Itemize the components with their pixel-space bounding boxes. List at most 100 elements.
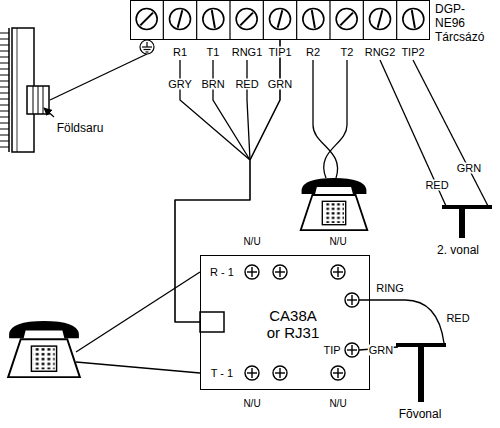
screw-cross [351,295,352,305]
wire-label: GRN [368,345,394,356]
screw-cross [337,368,338,378]
node-text: DGP-NE96 Tárcsázó [435,3,495,44]
second-line-cable [442,207,492,238]
terminal-divider [329,0,330,40]
terminal-divider [163,0,164,40]
main-line-wires [359,300,444,350]
wire-label: R1 [172,47,188,58]
terminal-divider [229,0,230,40]
terminal-screw [303,9,324,30]
wire-label: RNG2 [364,47,397,58]
block-screw [331,366,345,380]
wire-label: RED [445,313,470,324]
terminal-screw [136,9,157,30]
main-line-cable [418,345,424,402]
screw-cross [279,368,280,378]
screw-slot [212,10,215,28]
phone-cord [76,272,200,352]
wire-label: RED [424,180,449,191]
main-line-cable [396,345,446,402]
terminal-screw [170,9,191,30]
screw-slot [378,10,383,27]
ground-clamp [43,86,44,114]
block-screw [331,265,345,279]
terminal-strip: DGP-NE96 Tárcsázó [130,0,430,40]
wire-label: RED [234,79,259,90]
dialer-wires [247,60,250,160]
dialer-wires [213,60,250,160]
ground-symbol [146,42,147,47]
wire-label: Földsaru [56,122,105,134]
terminal-screw [403,9,424,30]
block-screw [273,265,287,279]
wire-label: GRY [167,79,193,90]
block-screws [245,265,359,380]
terminal-screw [203,9,224,30]
terminal-screw [336,9,357,30]
terminal-divider [363,0,364,40]
screw-cross [251,368,252,378]
terminal-screw [236,9,257,30]
wire-label: TIP2 [400,47,425,58]
block-screw [345,343,359,357]
wire-label: RNG1 [231,47,264,58]
screw-cross [351,345,352,355]
screw-slot [412,10,415,28]
screw-slot [340,13,353,26]
second-line-wires [413,60,488,206]
ground-symbol [146,51,149,52]
screw-cross [337,267,338,277]
ground-symbol [142,46,152,47]
main-line-wires [359,300,444,343]
terminal-divider [296,0,297,40]
wire-label: T - 1 [210,368,234,379]
dialer-wires [180,60,250,160]
phone-cord [76,362,200,373]
wire-label: R - 1 [209,267,235,278]
telephone [8,321,80,377]
wire-label: TIP1 [267,47,292,58]
screw-slot [140,13,153,26]
terminal-screw [370,9,391,30]
terminal-divider [196,0,197,40]
second-line-cable [442,205,492,209]
modular-jack [200,312,224,332]
screw-slot [312,10,315,28]
ground-clamp [38,86,39,114]
screw-slot [278,10,283,27]
second-line-wires [380,60,488,206]
screw-slot [178,10,183,27]
wire-label: N/U [328,399,347,409]
ground-symbol [140,40,154,54]
wire-label: RING [375,283,405,294]
ground-symbol [140,40,154,54]
ground-rod [17,28,18,152]
block-screw [273,366,287,380]
wire-label: TIP [322,345,341,356]
telephone [301,178,368,230]
wire-label: Fõvonal [398,408,443,420]
screw-slot [240,13,253,26]
wire-label: N/U [242,399,261,409]
phone-cord [313,60,347,178]
terminal-screws [136,0,424,40]
leader-line [44,108,54,117]
terminal-divider [263,0,264,40]
block-screw [245,366,259,380]
node-text: CA38A or RJ31 [263,307,323,342]
wire-label: GRN [456,163,482,174]
wire-label: BRN [200,79,225,90]
screw-cross [279,267,280,277]
dialer-wires [180,60,250,160]
ground-rod [8,28,10,152]
second-line-cable [459,207,465,238]
block-screw [245,265,259,279]
screw-cross [251,267,252,277]
terminal-screw [270,9,291,30]
block-screw [345,293,359,307]
